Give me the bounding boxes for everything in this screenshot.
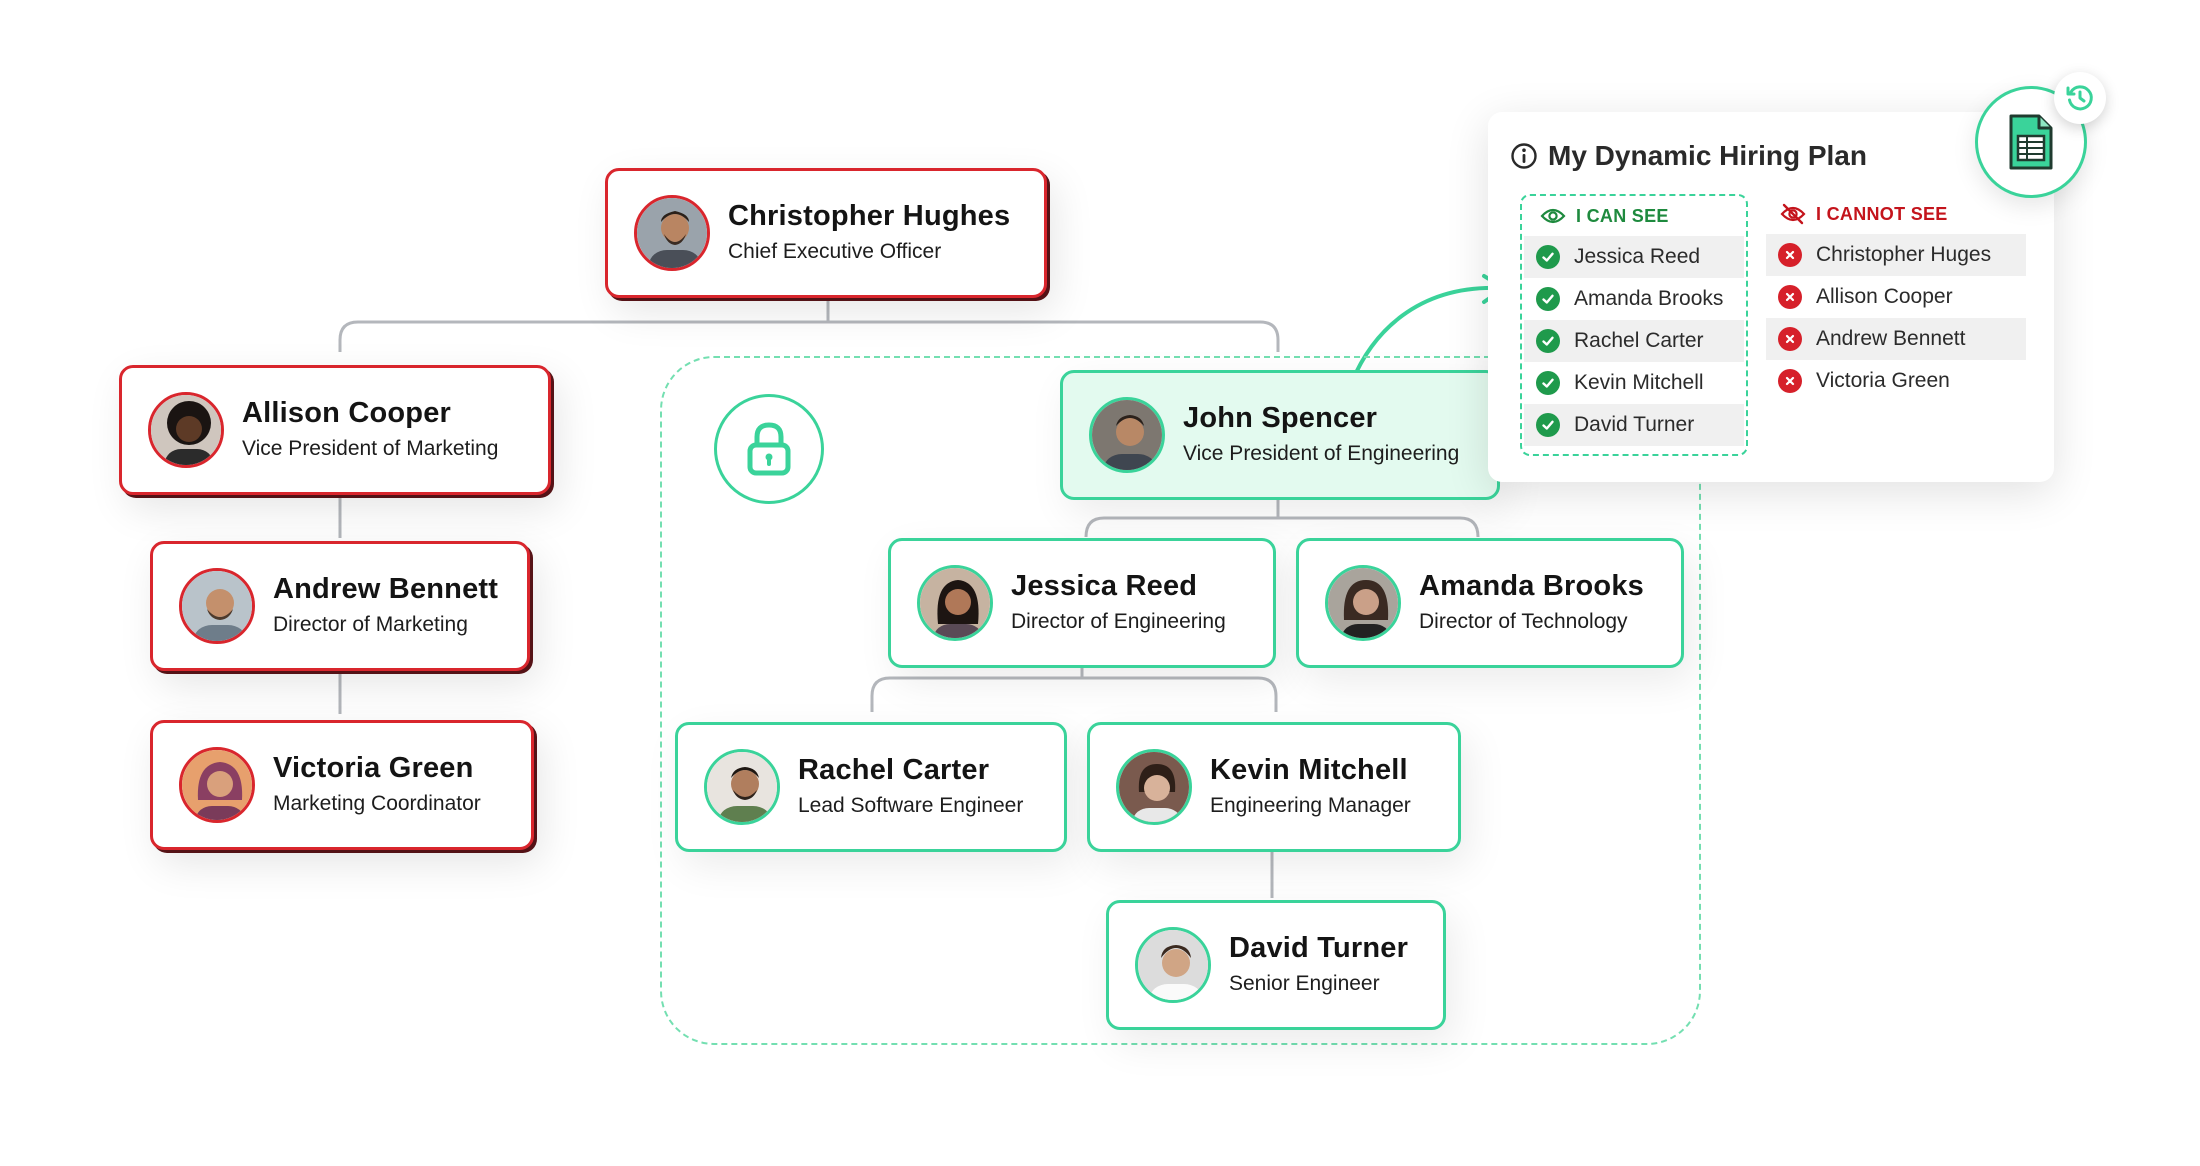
list-item-name: David Turner [1574,413,1694,437]
employee-role: Marketing Coordinator [273,789,481,819]
employee-card-dir-technology[interactable]: Amanda Brooks Director of Technology [1296,538,1684,668]
employee-name: Allison Cooper [242,396,498,430]
avatar [1325,565,1401,641]
avatar [634,195,710,271]
employee-role: Lead Software Engineer [798,791,1023,821]
can-see-header: I CAN SEE [1522,196,1746,236]
x-icon [1778,369,1802,393]
list-item-name: Victoria Green [1816,369,1950,393]
employee-card-vp-marketing[interactable]: Allison Cooper Vice President of Marketi… [119,365,551,495]
employee-name: Christopher Hughes [728,199,1010,233]
list-item: Christopher Huges [1766,234,2026,276]
panel-title: My Dynamic Hiring Plan [1510,136,1867,176]
list-item: Victoria Green [1766,360,2026,402]
eye-icon [1540,207,1566,225]
info-icon [1510,142,1538,170]
employee-card-senior-engineer[interactable]: David Turner Senior Engineer [1106,900,1446,1030]
list-item: Andrew Bennett [1766,318,2026,360]
employee-card-eng-manager[interactable]: Kevin Mitchell Engineering Manager [1087,722,1461,852]
avatar [148,392,224,468]
lock-icon [745,421,793,477]
list-item: Rachel Carter [1524,320,1744,362]
employee-card-dir-marketing[interactable]: Andrew Bennett Director of Marketing [150,541,530,671]
list-item: Amanda Brooks [1524,278,1744,320]
list-item-name: Allison Cooper [1816,285,1953,309]
can-see-list: I CAN SEE Jessica Reed Amanda Brooks Rac… [1520,194,1748,456]
check-icon [1536,329,1560,353]
list-item: Allison Cooper [1766,276,2026,318]
employee-role: Director of Technology [1419,607,1644,637]
employee-name: Rachel Carter [798,753,1023,787]
employee-card-lead-engineer[interactable]: Rachel Carter Lead Software Engineer [675,722,1067,852]
list-item-name: Jessica Reed [1574,245,1700,269]
x-icon [1778,327,1802,351]
list-item-name: Rachel Carter [1574,329,1704,353]
avatar [1089,397,1165,473]
avatar [1135,927,1211,1003]
can-see-label: I CAN SEE [1576,206,1669,227]
employee-card-dir-engineering[interactable]: Jessica Reed Director of Engineering [888,538,1276,668]
avatar [704,749,780,825]
employee-name: John Spencer [1183,401,1459,435]
check-icon [1536,287,1560,311]
list-item-name: Kevin Mitchell [1574,371,1704,395]
avatar [917,565,993,641]
cannot-see-header: I CANNOT SEE [1766,194,2026,234]
employee-card-vp-engineering[interactable]: John Spencer Vice President of Engineeri… [1060,370,1500,500]
hiring-plan-panel: My Dynamic Hiring Plan I CAN SEE Jessica… [1488,112,2054,482]
employee-role: Vice President of Engineering [1183,439,1459,469]
employee-card-marketing-coordinator[interactable]: Victoria Green Marketing Coordinator [150,720,534,850]
history-button[interactable] [2054,72,2106,124]
employee-name: Amanda Brooks [1419,569,1644,603]
employee-role: Engineering Manager [1210,791,1411,821]
lock-badge [714,394,824,504]
spreadsheet-icon [2007,112,2055,172]
employee-role: Senior Engineer [1229,969,1408,999]
employee-name: Victoria Green [273,751,481,785]
employee-role: Vice President of Marketing [242,434,498,464]
employee-name: David Turner [1229,931,1408,965]
cannot-see-label: I CANNOT SEE [1816,204,1948,225]
employee-card-ceo[interactable]: Christopher Hughes Chief Executive Offic… [605,168,1047,298]
list-item: Jessica Reed [1524,236,1744,278]
check-icon [1536,371,1560,395]
employee-role: Director of Marketing [273,610,498,640]
employee-name: Jessica Reed [1011,569,1226,603]
avatar [1116,749,1192,825]
avatar [179,568,255,644]
panel-title-text: My Dynamic Hiring Plan [1548,140,1867,172]
check-icon [1536,413,1560,437]
x-icon [1778,285,1802,309]
avatar [179,747,255,823]
employee-name: Andrew Bennett [273,572,498,606]
check-icon [1536,245,1560,269]
cannot-see-list: I CANNOT SEE Christopher Huges Allison C… [1766,194,2026,402]
x-icon [1778,243,1802,267]
employee-name: Kevin Mitchell [1210,753,1411,787]
employee-role: Director of Engineering [1011,607,1226,637]
eye-off-icon [1780,203,1806,225]
employee-role: Chief Executive Officer [728,237,1010,267]
list-item-name: Christopher Huges [1816,243,1991,267]
list-item: David Turner [1524,404,1744,446]
history-icon [2065,83,2095,113]
list-item-name: Andrew Bennett [1816,327,1965,351]
list-item-name: Amanda Brooks [1574,287,1723,311]
list-item: Kevin Mitchell [1524,362,1744,404]
